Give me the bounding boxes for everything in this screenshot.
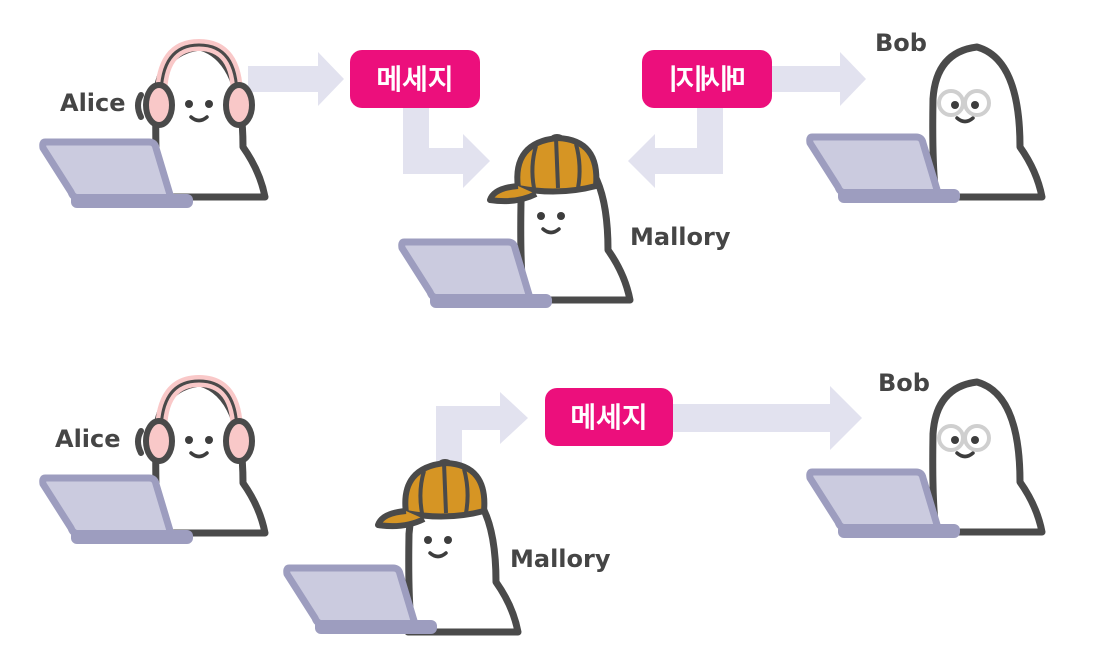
scenario-bottom: 메세지 Alice Mallory Bob (43, 369, 1042, 634)
arrow-icon (770, 52, 866, 106)
arrow-icon (248, 52, 344, 106)
message-badge: 메세지 (350, 50, 480, 108)
mallory-label: Mallory (630, 223, 731, 251)
arrow-icon (628, 108, 723, 188)
alice-label: Alice (55, 425, 121, 453)
bob-label: Bob (878, 369, 930, 397)
svg-text:메세지: 메세지 (668, 63, 745, 96)
svg-text:메세지: 메세지 (570, 401, 647, 434)
bob-label: Bob (875, 29, 927, 57)
scenario-top: Alice 메세지 메세지 Mallory Bob (43, 29, 1042, 308)
person-with-glasses-icon (932, 47, 1042, 197)
message-badge: 메세지 (545, 388, 673, 446)
tampered-message-badge: 메세지 (642, 50, 772, 108)
arrow-icon (403, 108, 490, 188)
arrow-icon (670, 386, 862, 450)
person-with-glasses-icon (932, 382, 1042, 532)
arrow-icon (436, 392, 528, 470)
svg-text:메세지: 메세지 (376, 63, 453, 96)
alice-label: Alice (60, 89, 126, 117)
mallory-label: Mallory (510, 545, 611, 573)
